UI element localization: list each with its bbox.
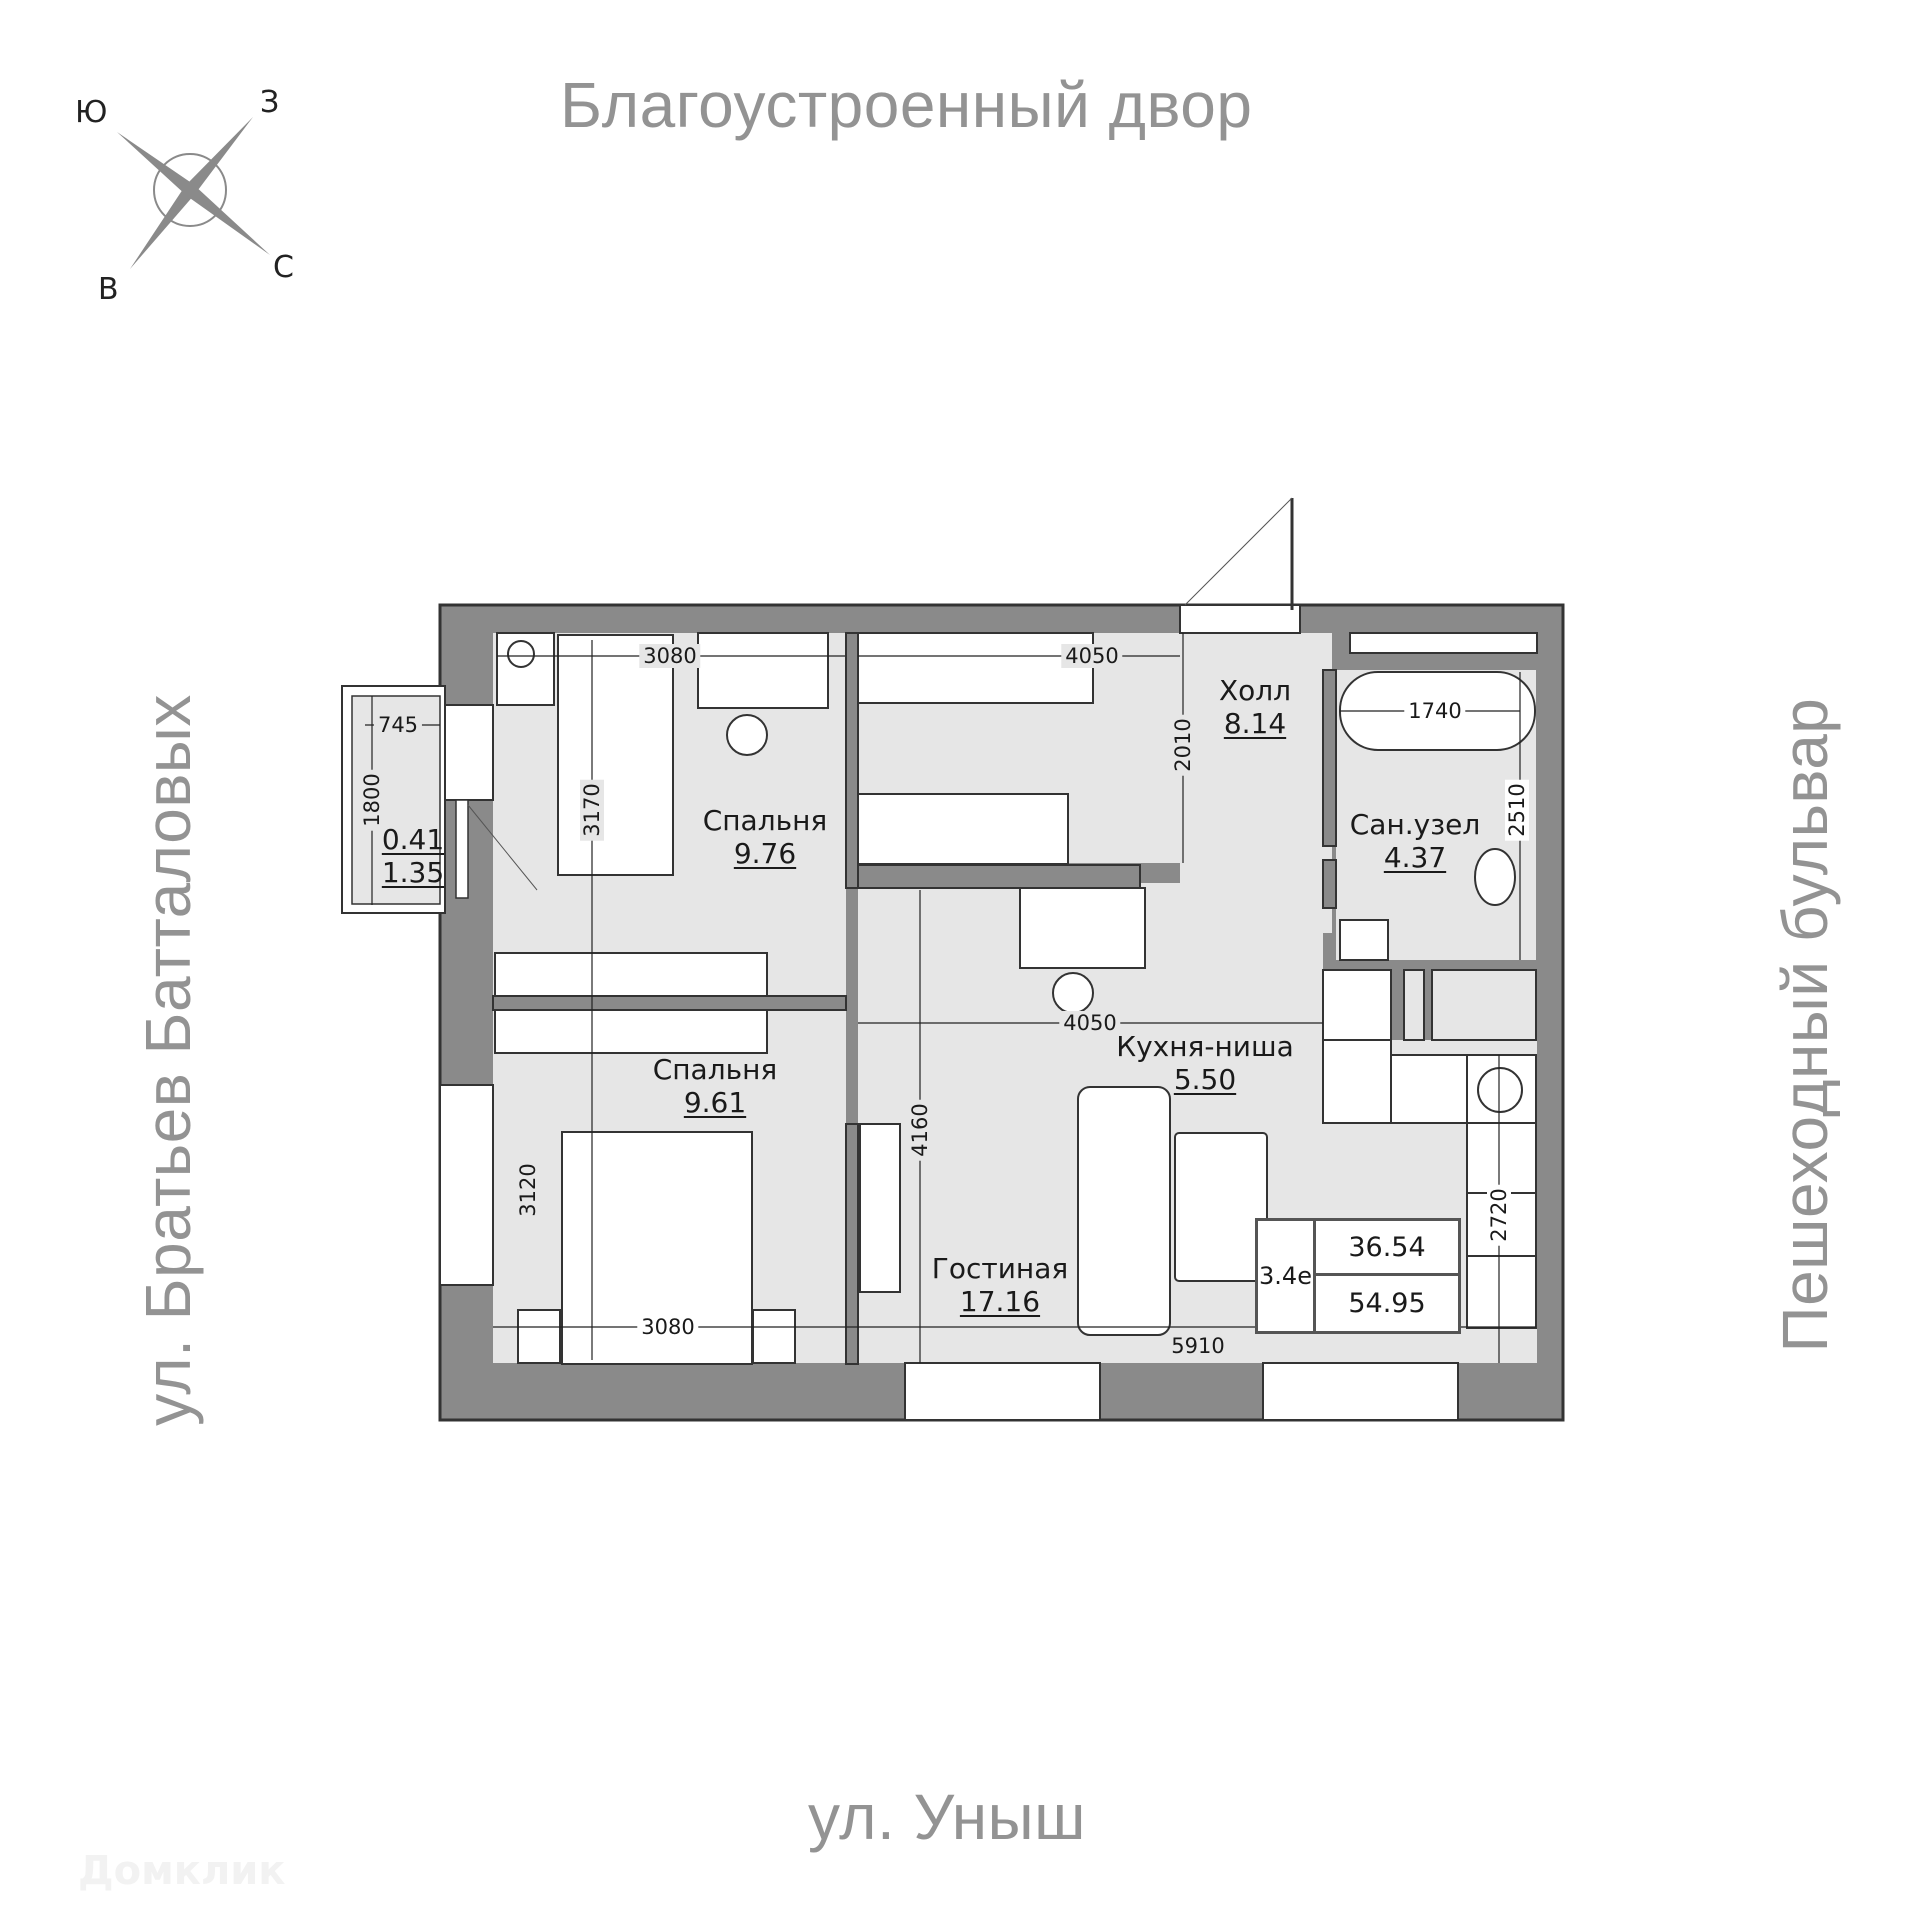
balcony-area: 1.35	[381, 856, 445, 889]
dim-living-total-width: 5910	[1167, 1334, 1229, 1358]
room-kitchen: Кухня-ниша 5.50	[1100, 1030, 1310, 1096]
dim-living-depth: 4160	[908, 1099, 932, 1161]
room-bedroom2: Спальня 9.61	[635, 1053, 795, 1119]
room-bedroom1: Спальня 9.76	[685, 804, 845, 870]
dim-kitchen-depth: 2720	[1487, 1184, 1511, 1246]
dim-balcony-width: 745	[373, 713, 423, 737]
dim-bedroom2-width: 3080	[637, 1315, 699, 1339]
compass-label-south: Ю	[75, 95, 108, 130]
room-balcony: 0.41 1.35	[378, 823, 448, 889]
room-area: 4.37	[1383, 841, 1447, 874]
dim-wardrobe-width: 4050	[1061, 644, 1123, 668]
apartment-type: 3.4е	[1258, 1221, 1316, 1331]
room-area: 9.76	[733, 837, 797, 870]
dim-bedroom1-depth: 3170	[580, 779, 604, 841]
room-name: Гостиная	[931, 1252, 1069, 1285]
room-hall: Холл 8.14	[1195, 674, 1315, 740]
dim-living-width: 4050	[1059, 1011, 1121, 1035]
compass-rose: Ю З В С	[60, 60, 320, 320]
balcony-reduced-area: 0.41	[381, 823, 445, 856]
dim-bath-width: 1740	[1404, 699, 1466, 723]
dim-hall-depth: 2010	[1171, 714, 1195, 776]
room-area: 9.61	[683, 1086, 747, 1119]
street-label-bottom: ул. Уныш	[808, 1781, 1086, 1853]
room-name: Кухня-ниша	[1116, 1030, 1294, 1063]
living-area: 36.54	[1316, 1221, 1458, 1276]
dim-bath-depth: 2510	[1505, 779, 1529, 841]
room-area: 17.16	[959, 1285, 1041, 1318]
room-area: 8.14	[1223, 707, 1287, 740]
room-name: Спальня	[652, 1053, 778, 1086]
dim-bedroom2-depth: 3120	[516, 1159, 540, 1221]
compass-label-north: С	[273, 250, 294, 285]
dim-balcony-length: 1800	[360, 769, 384, 831]
compass-label-west: З	[260, 85, 280, 120]
area-legend: 3.4е 36.54 54.95	[1255, 1218, 1461, 1334]
room-area: 5.50	[1173, 1063, 1237, 1096]
street-label-top: Благоустроенный двор	[560, 69, 1253, 141]
total-area: 54.95	[1348, 1288, 1426, 1319]
dim-bedroom1-width: 3080	[639, 644, 701, 668]
room-name: Сан.узел	[1349, 808, 1481, 841]
room-name: Холл	[1218, 674, 1292, 707]
domclick-watermark: Домклик	[78, 1848, 286, 1894]
compass-label-east: В	[98, 272, 119, 307]
room-bathroom: Сан.узел 4.37	[1340, 808, 1490, 874]
room-name: Спальня	[702, 804, 828, 837]
compass-icon	[117, 117, 270, 269]
room-living: Гостиная 17.16	[920, 1252, 1080, 1318]
